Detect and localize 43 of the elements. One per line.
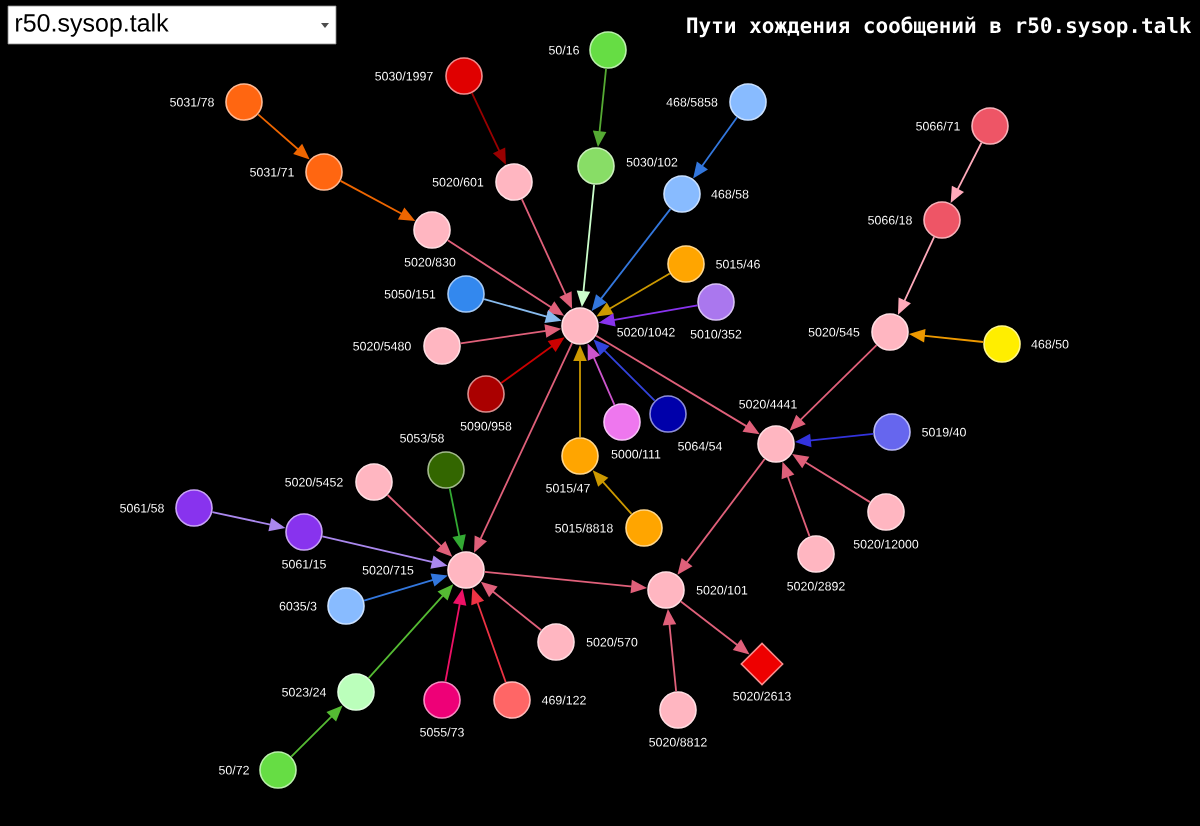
arrow [290,705,343,758]
arrow [573,345,587,439]
arrow [593,339,656,402]
arrow [596,272,671,317]
arrow [598,304,699,327]
arrow [592,67,607,148]
arrow [898,236,935,315]
arrow [321,535,448,569]
arrow [386,494,453,557]
arrow [480,581,543,632]
arrow [680,600,750,655]
arrow [591,208,672,311]
arrow [781,461,811,538]
arrow [257,113,310,160]
arrow [474,342,573,553]
arrow [950,141,983,204]
arrow [677,458,766,575]
arrow [576,183,596,308]
arrow [367,584,454,679]
arrow [908,328,985,343]
arrow [789,344,878,431]
arrow [792,454,871,503]
arrow [471,587,507,684]
arrow [363,573,448,602]
arrow [592,470,633,515]
arrow [459,324,562,345]
arrow [446,239,565,316]
arrow [483,298,562,324]
arrow [662,608,678,693]
arrow [339,180,416,222]
arrow [444,588,467,683]
arrow [211,511,286,532]
title: Пути хождения сообщений в r50.sysop.talk [687,16,1192,38]
arrow [448,487,466,552]
arrow [471,92,506,165]
arrow [520,198,573,309]
arrow [483,571,648,594]
arrow [500,337,565,384]
dropdown-field: r50.sysop.talk [7,5,337,45]
arrow [693,116,738,179]
arrow [595,334,760,435]
arrow [794,433,875,448]
arrow [587,343,616,406]
